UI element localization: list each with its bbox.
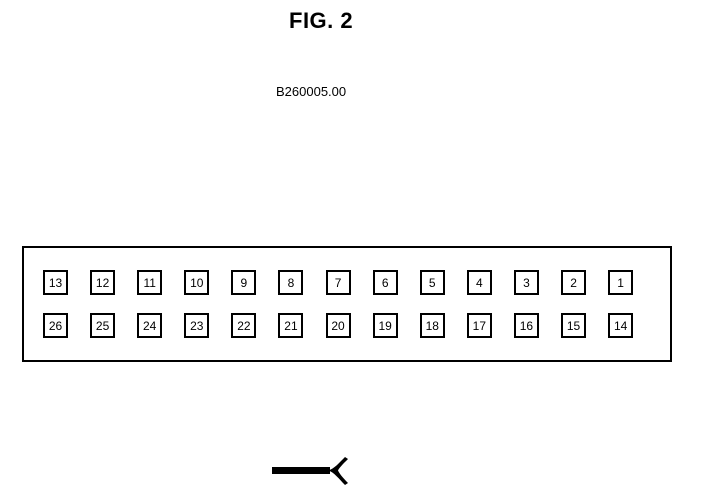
connector-pin: 10 bbox=[184, 270, 210, 295]
probe-shaft bbox=[272, 467, 330, 474]
connector-pin: 4 bbox=[466, 270, 492, 295]
reference-code: B260005.00 bbox=[276, 84, 347, 99]
connector-pin: 11 bbox=[137, 270, 163, 295]
connector-pin: 5 bbox=[419, 270, 445, 295]
connector-pin: 1 bbox=[608, 270, 634, 295]
figure-title: FIG. 2 bbox=[289, 8, 354, 33]
connector-pin: 22 bbox=[231, 313, 257, 338]
probe-fork bbox=[328, 457, 348, 485]
connector-pin: 15 bbox=[561, 313, 587, 338]
connector-pin: 18 bbox=[419, 313, 445, 338]
connector-pin: 6 bbox=[372, 270, 398, 295]
connector-pin: 7 bbox=[325, 270, 351, 295]
connector-pin: 21 bbox=[278, 313, 304, 338]
connector-pin: 13 bbox=[43, 270, 68, 295]
connector-pin: 20 bbox=[325, 313, 351, 338]
connector-pin: 24 bbox=[137, 313, 163, 338]
bottom-pin-row: 26 25 24 23 22 21 20 19 18 17 16 15 14 bbox=[43, 313, 634, 338]
probe-icon bbox=[272, 457, 348, 485]
connector-pin: 9 bbox=[231, 270, 257, 295]
connector-pin: 23 bbox=[184, 313, 210, 338]
connector-pin: 25 bbox=[90, 313, 116, 338]
connector-pin: 2 bbox=[561, 270, 587, 295]
connector-pin: 17 bbox=[466, 313, 492, 338]
connector-pin: 8 bbox=[278, 270, 304, 295]
connector-pin: 14 bbox=[608, 313, 634, 338]
connector-pin: 3 bbox=[513, 270, 539, 295]
connector-pin: 16 bbox=[513, 313, 539, 338]
connector-pin: 26 bbox=[43, 313, 68, 338]
connector-pin: 12 bbox=[90, 270, 116, 295]
connector-pin: 19 bbox=[372, 313, 398, 338]
